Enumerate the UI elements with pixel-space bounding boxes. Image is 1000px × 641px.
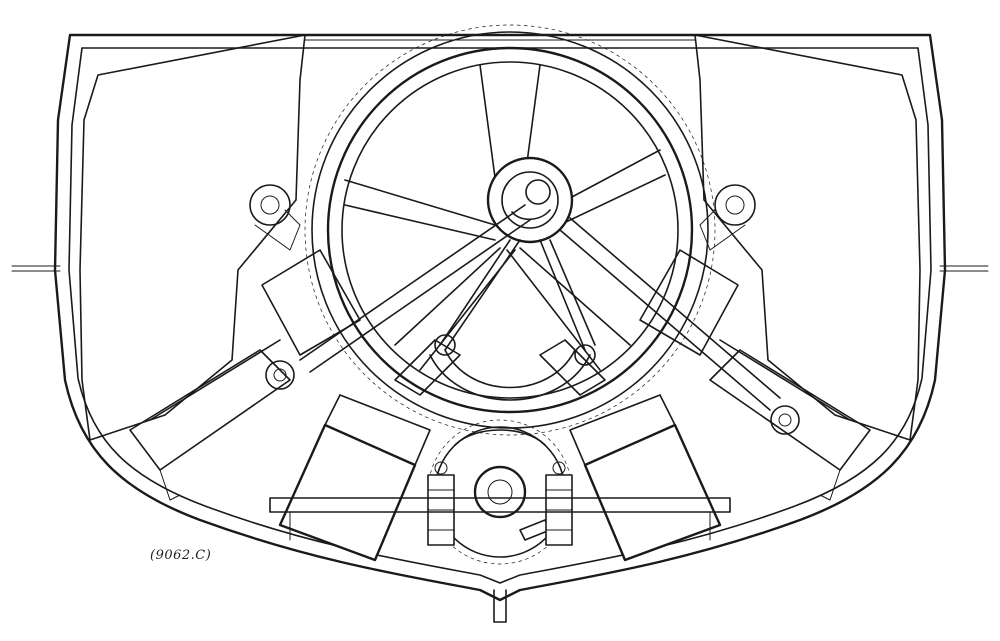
quadrant-arc	[429, 349, 591, 401]
left-lower-cylinder	[278, 334, 461, 562]
bedplate	[269, 497, 731, 541]
right-pump	[545, 461, 573, 546]
right-lower-cylinder	[539, 339, 722, 562]
main-gear-wheel	[304, 24, 716, 436]
engine-room-bulkhead	[79, 34, 921, 441]
left-engine-frame	[129, 184, 361, 501]
connecting-rods	[299, 204, 781, 411]
hull-cross-section	[11, 33, 989, 623]
figure-caption: (9062.C)	[150, 548, 212, 563]
left-pump	[427, 461, 455, 546]
right-engine-frame	[639, 184, 871, 501]
